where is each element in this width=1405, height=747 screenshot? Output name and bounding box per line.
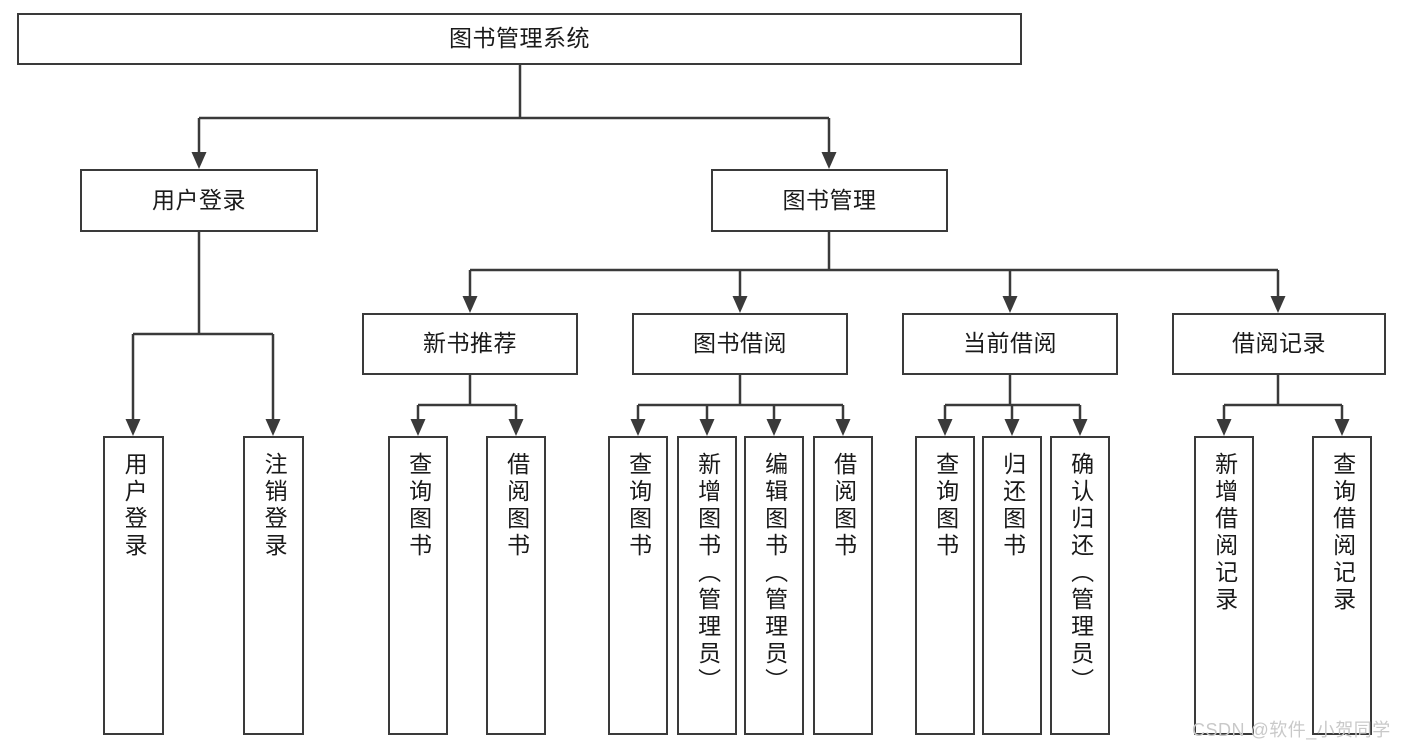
node-label: 借阅图书 <box>503 452 530 560</box>
level3-arrow-0-arrowhead <box>462 296 478 313</box>
node-leaf-6[interactable]: 编辑图书（管理员） <box>744 436 804 735</box>
node-leaf-2[interactable]: 查询图书 <box>388 436 448 735</box>
group-3-arrow-0-arrowhead <box>1216 419 1232 436</box>
node-label: 查询图书 <box>625 452 652 560</box>
node-level3-1[interactable]: 图书借阅 <box>632 313 848 375</box>
node-leaf-9[interactable]: 归还图书 <box>982 436 1042 735</box>
node-label: 用户登录 <box>121 452 148 560</box>
group-0-arrow-1-arrowhead <box>508 419 524 436</box>
user-login-arrow-0-arrowhead <box>125 419 141 436</box>
node-label: 编辑图书（管理员） <box>761 452 788 695</box>
group-1-arrow-2-arrowhead <box>766 419 782 436</box>
node-leaf-10[interactable]: 确认归还（管理员） <box>1050 436 1110 735</box>
node-label: 确认归还（管理员） <box>1067 452 1094 695</box>
node-leaf-0[interactable]: 用户登录 <box>103 436 164 735</box>
group-1-arrow-1-arrowhead <box>699 419 715 436</box>
level2-arrow-1-arrowhead <box>821 152 837 169</box>
node-level2-0[interactable]: 用户登录 <box>80 169 318 232</box>
node-level3-0[interactable]: 新书推荐 <box>362 313 578 375</box>
node-level3-3[interactable]: 借阅记录 <box>1172 313 1386 375</box>
group-1-arrow-0-arrowhead <box>630 419 646 436</box>
node-leaf-8[interactable]: 查询图书 <box>915 436 975 735</box>
node-label: 新书推荐 <box>423 330 517 357</box>
user-login-arrow-1-arrowhead <box>265 419 281 436</box>
node-leaf-1[interactable]: 注销登录 <box>243 436 304 735</box>
node-label: 查询图书 <box>405 452 432 560</box>
node-label: 借阅记录 <box>1232 330 1326 357</box>
level3-arrow-2-arrowhead <box>1002 296 1018 313</box>
group-2-arrow-2-arrowhead <box>1072 419 1088 436</box>
node-label: 借阅图书 <box>830 452 857 560</box>
node-level3-2[interactable]: 当前借阅 <box>902 313 1118 375</box>
node-label: 查询借阅记录 <box>1329 452 1356 614</box>
node-leaf-5[interactable]: 新增图书（管理员） <box>677 436 737 735</box>
group-0-arrow-0-arrowhead <box>410 419 426 436</box>
node-label: 图书管理 <box>782 186 877 213</box>
node-label: 新增图书（管理员） <box>694 452 721 695</box>
level3-arrow-3-arrowhead <box>1270 296 1286 313</box>
node-label: 注销登录 <box>261 452 288 560</box>
node-leaf-11[interactable]: 新增借阅记录 <box>1194 436 1254 735</box>
node-level2-1[interactable]: 图书管理 <box>711 169 948 232</box>
node-label: 图书借阅 <box>693 330 787 357</box>
node-leaf-12[interactable]: 查询借阅记录 <box>1312 436 1372 735</box>
node-label: 新增借阅记录 <box>1211 452 1238 614</box>
level3-arrow-1-arrowhead <box>732 296 748 313</box>
node-leaf-4[interactable]: 查询图书 <box>608 436 668 735</box>
node-leaf-7[interactable]: 借阅图书 <box>813 436 873 735</box>
group-2-arrow-1-arrowhead <box>1004 419 1020 436</box>
node-label: 图书管理系统 <box>449 25 590 52</box>
node-root-book-management-system[interactable]: 图书管理系统 <box>17 13 1022 65</box>
group-3-arrow-1-arrowhead <box>1334 419 1350 436</box>
node-label: 用户登录 <box>152 186 246 213</box>
node-label: 归还图书 <box>999 452 1026 560</box>
node-label: 当前借阅 <box>963 330 1057 357</box>
csdn-watermark: CSDN @软件_小贺同学 <box>1192 720 1391 740</box>
node-leaf-3[interactable]: 借阅图书 <box>486 436 546 735</box>
level2-arrow-0-arrowhead <box>191 152 207 169</box>
group-2-arrow-0-arrowhead <box>937 419 953 436</box>
node-label: 查询图书 <box>932 452 959 560</box>
group-1-arrow-3-arrowhead <box>835 419 851 436</box>
